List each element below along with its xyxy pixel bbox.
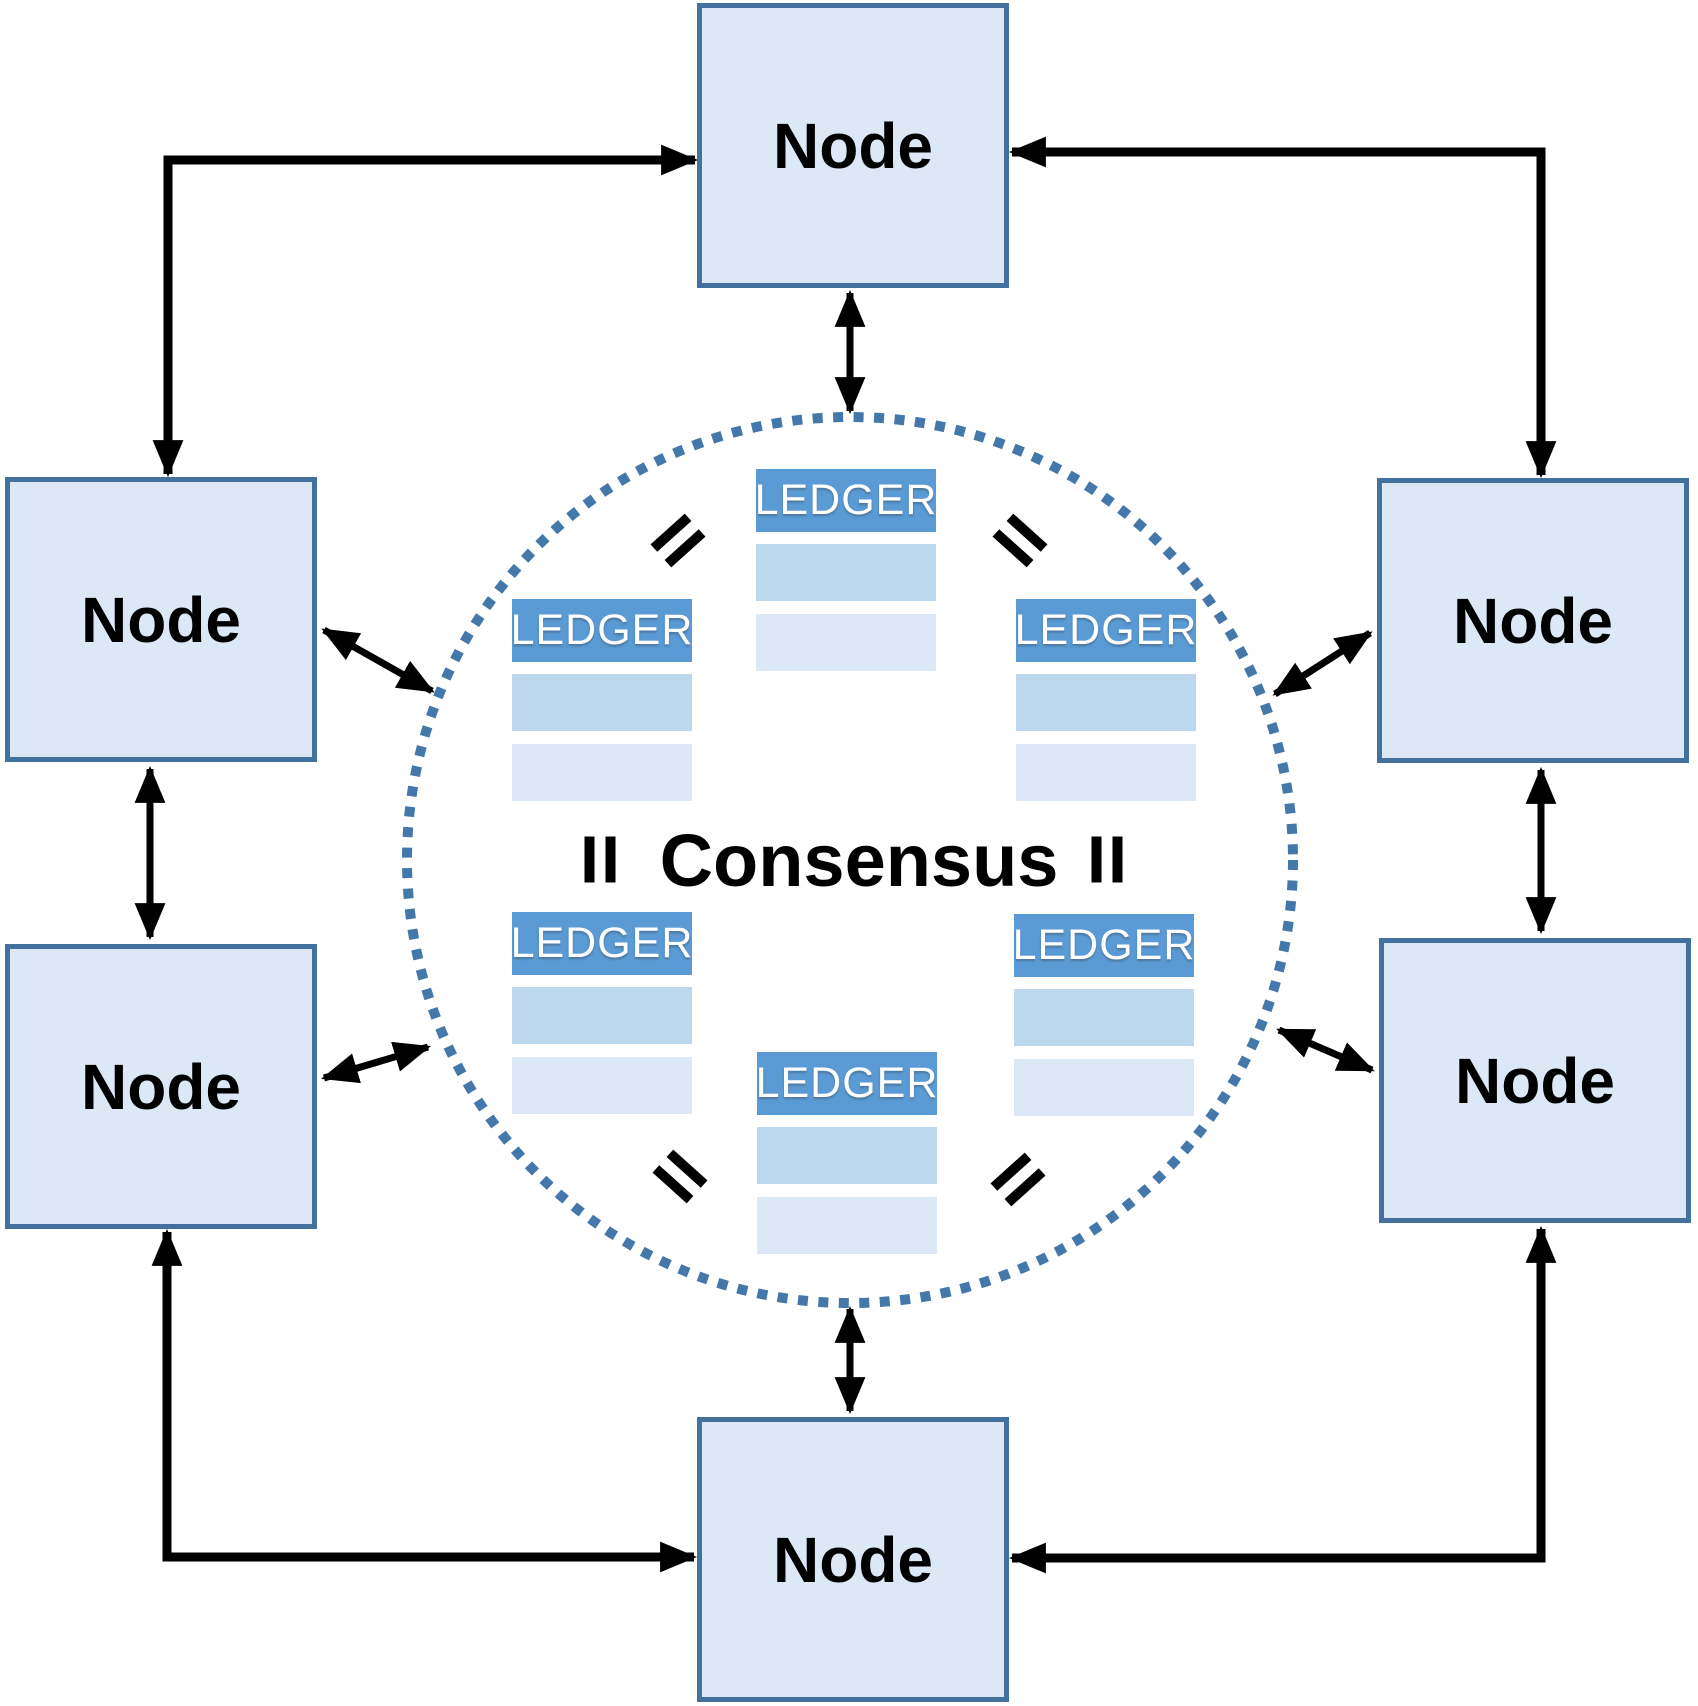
ledger-row (512, 1057, 692, 1114)
equals-icon (1091, 836, 1123, 883)
consensus-label: Consensus (659, 819, 1059, 902)
ledger-row (1016, 744, 1196, 801)
ledger-bottom: LEDGER (756, 1052, 937, 1254)
node-top: Node (697, 3, 1009, 288)
node-bottom: Node (697, 1417, 1009, 1702)
ledger-row (757, 1127, 937, 1184)
ledger-lower-left: LEDGER (511, 912, 692, 1114)
ledger-row (512, 987, 692, 1044)
node-upper-left: Node (5, 477, 317, 762)
equals-bar (1091, 836, 1102, 883)
node-label: Node (81, 1050, 241, 1123)
ledger-lower-right: LEDGER (1013, 914, 1194, 1116)
ledger-upper-right: LEDGER (1015, 599, 1196, 801)
ledger-title: LEDGER (1013, 914, 1194, 977)
ledger-row (1014, 989, 1194, 1046)
node-label: Node (1453, 584, 1613, 657)
ledger-row (756, 614, 936, 671)
ledger-title: LEDGER (511, 599, 692, 662)
node-lower-left: Node (5, 944, 317, 1229)
ledger-upper-left: LEDGER (511, 599, 692, 801)
ledger-row (512, 674, 692, 731)
equals-bar (584, 836, 595, 883)
ledger-top: LEDGER (755, 469, 936, 671)
elbow-top-right (1008, 136, 1557, 479)
node-label: Node (773, 1523, 933, 1596)
elbow-bottom-left (151, 1228, 698, 1573)
ledger-title: LEDGER (511, 912, 692, 975)
ledger-row (757, 1197, 937, 1254)
equals-icon (584, 836, 616, 883)
ledger-row (756, 544, 936, 601)
ledger-row (1014, 1059, 1194, 1116)
arrow-upper-left-node-ring (321, 626, 435, 695)
node-lower-right: Node (1379, 938, 1691, 1223)
ledger-title: LEDGER (756, 1052, 937, 1115)
equals-bar (1112, 836, 1123, 883)
ledger-row (512, 744, 692, 801)
arrow-lower-right-node-ring (1276, 1026, 1375, 1074)
consensus-ring (402, 412, 1298, 1308)
node-label: Node (1455, 1044, 1615, 1117)
elbow-bottom-right (1008, 1225, 1557, 1574)
node-upper-right: Node (1377, 478, 1689, 763)
arrow-upper-right-node-ring (1272, 630, 1373, 697)
equals-bar (605, 836, 616, 883)
arrow-lower-left-node-ring (321, 1041, 431, 1084)
node-label: Node (773, 109, 933, 182)
ledger-title: LEDGER (755, 469, 936, 532)
ledger-title: LEDGER (1015, 599, 1196, 662)
node-label: Node (81, 583, 241, 656)
ledger-row (1016, 674, 1196, 731)
elbow-top-left (152, 144, 699, 478)
